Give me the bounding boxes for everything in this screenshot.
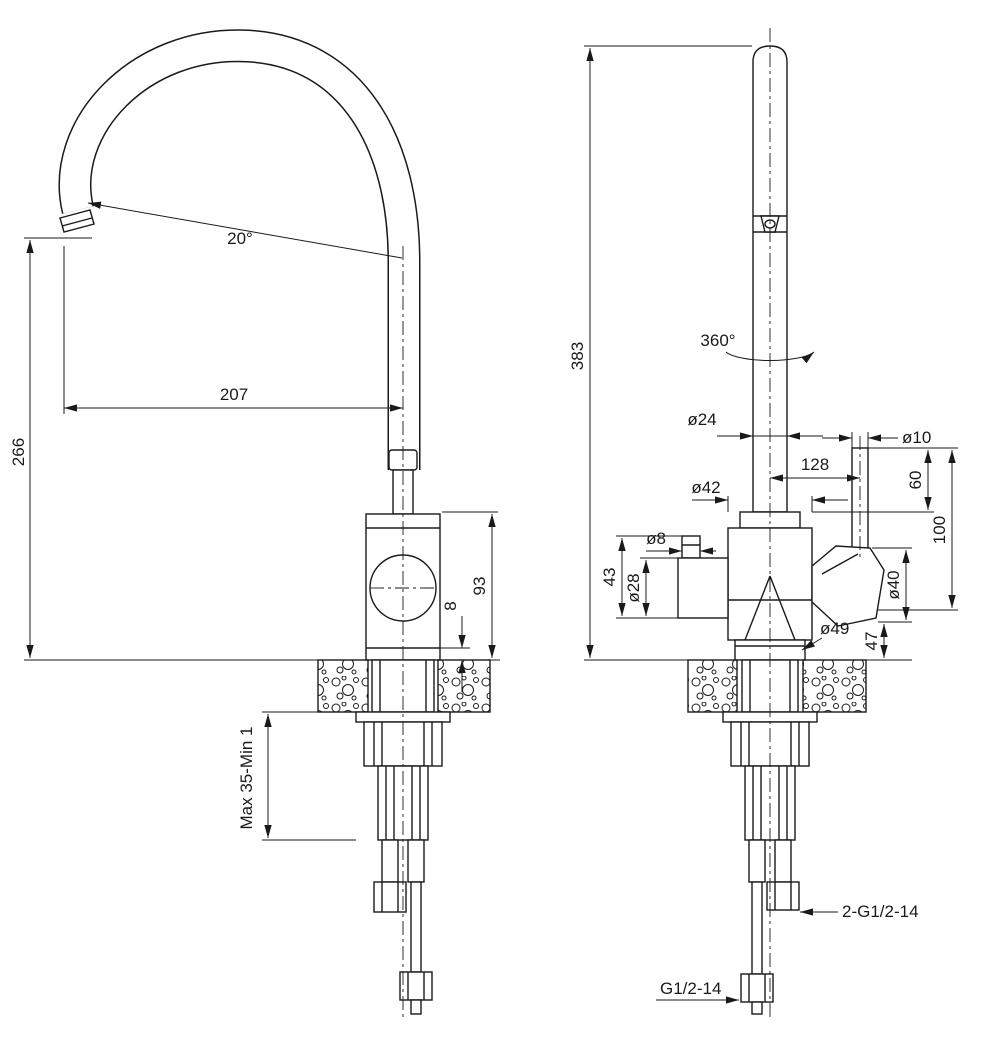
hose-nut bbox=[766, 881, 800, 911]
dim-93-label: 93 bbox=[470, 577, 489, 596]
dim-360-label: 360° bbox=[700, 331, 735, 350]
hose-nut bbox=[399, 971, 433, 1001]
dim-spout-angle: 20° bbox=[87, 201, 403, 259]
dim-spout-base: 8 bbox=[440, 601, 470, 692]
dim-spout-reach: 207 bbox=[63, 246, 403, 414]
dim-total-height: 383 bbox=[568, 45, 752, 661]
dim-rise-100: 100 bbox=[878, 450, 958, 611]
dim-383-label: 383 bbox=[568, 342, 587, 370]
aerator-tip bbox=[59, 209, 95, 233]
front-countertop bbox=[317, 659, 491, 713]
dim-swivel: 360° bbox=[700, 331, 815, 364]
dim-spout-height: 266 bbox=[9, 237, 318, 661]
dim-pin-diameter: ø8 bbox=[646, 529, 716, 555]
dim-thread-pair: 2-G1/2-14 bbox=[800, 902, 919, 921]
thread-2g-label: 2-G1/2-14 bbox=[842, 902, 919, 921]
dim-offset-128: 128 bbox=[770, 455, 860, 482]
front-spout bbox=[58, 29, 421, 470]
dim-266-label: 266 bbox=[9, 438, 28, 466]
side-view bbox=[677, 28, 885, 1018]
dim-d8-label: ø8 bbox=[646, 529, 666, 548]
dim-handle-diameter: ø40 bbox=[872, 547, 912, 623]
dim-thread-single: G1/2-14 bbox=[656, 979, 739, 1004]
dim-d40-label: ø40 bbox=[884, 570, 903, 599]
dim-8-label: 8 bbox=[441, 601, 460, 610]
dim-base-height: 47 bbox=[862, 624, 912, 661]
side-left-lever bbox=[677, 535, 729, 619]
side-supply-hoses bbox=[740, 839, 800, 1015]
dim-rise-60: 60 bbox=[812, 447, 958, 513]
dim-d24-label: ø24 bbox=[687, 410, 716, 429]
dim-lever-diameter: ø28 bbox=[616, 557, 678, 619]
front-supply-hoses bbox=[373, 839, 433, 1015]
dim-d42-label: ø42 bbox=[691, 478, 720, 497]
dim-207-label: 207 bbox=[220, 385, 248, 404]
thread-g-label: G1/2-14 bbox=[660, 979, 721, 998]
dim-47-label: 47 bbox=[862, 632, 881, 651]
dim-lever-length: 43 bbox=[600, 535, 682, 616]
hose-nut bbox=[740, 973, 774, 1003]
side-countertop bbox=[687, 659, 867, 713]
dim-43-label: 43 bbox=[600, 568, 619, 587]
dim-outlet-diameter: ø10 bbox=[822, 428, 931, 448]
hose-nut bbox=[373, 881, 407, 913]
dim-body-height: 93 bbox=[442, 511, 500, 661]
dim-body-diameter: ø42 bbox=[691, 478, 848, 512]
side-right-handle bbox=[811, 545, 885, 627]
dim-d28-label: ø28 bbox=[624, 573, 643, 602]
dim-mounting-range: Max 35-Min 1 bbox=[237, 711, 356, 841]
side-dimensions: 383 360° ø24 ø10 128 60 bbox=[568, 45, 958, 1004]
front-view bbox=[58, 29, 491, 1018]
dim-d10-label: ø10 bbox=[902, 428, 931, 447]
dim-60-label: 60 bbox=[906, 471, 925, 490]
dim-base-diameter: ø49 bbox=[801, 619, 849, 651]
dim-d49-label: ø49 bbox=[820, 619, 849, 638]
dim-128-label: 128 bbox=[801, 455, 829, 474]
dim-max-min-label: Max 35-Min 1 bbox=[237, 727, 256, 830]
dim-100-label: 100 bbox=[930, 516, 949, 544]
front-dimensions: 20° 207 266 93 8 Max 3 bbox=[9, 201, 500, 841]
dim-column-diameter: ø24 bbox=[687, 410, 823, 440]
dim-angle-label: 20° bbox=[227, 229, 253, 248]
